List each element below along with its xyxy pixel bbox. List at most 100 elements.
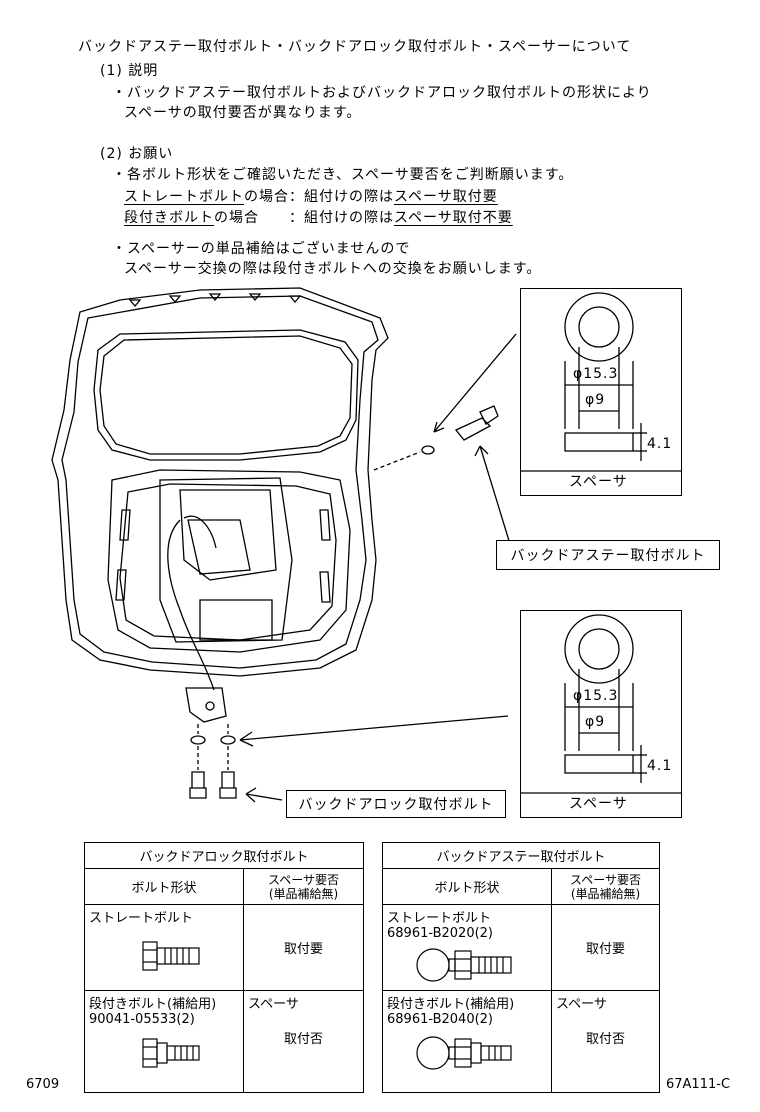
spacer-side-view: [564, 432, 634, 452]
arrow-to-stay-spacer: [433, 333, 517, 433]
inner-diameter-label: φ9: [585, 714, 606, 730]
column-header-spacer: スペーサ要否 (単品補給無): [551, 868, 660, 905]
stay-dashed-line: [373, 451, 421, 471]
center-bracket: [179, 489, 277, 581]
bolt-name: ストレートボルト: [89, 911, 194, 926]
rear-window-seal: [99, 335, 353, 455]
spacer-inner-circle: [578, 628, 620, 670]
spacer-caption: スペーサ: [569, 796, 628, 812]
section-2-label: (2) お願い: [100, 146, 174, 162]
spacer-requirement: 取付否: [585, 1032, 625, 1047]
bolt-name: 段付きボルト(補給用): [387, 997, 515, 1012]
lock-bolt-callout: バックドアロック取付ボルト: [286, 790, 506, 818]
inner-diameter-label: φ9: [585, 392, 606, 408]
lock-bolt-right: [219, 771, 237, 799]
spacer-drawing-lower: [521, 614, 681, 794]
spacer-inner-circle: [578, 306, 620, 348]
lock-dashed-lines: [197, 724, 229, 770]
table-row-stepped: 段付きボルト(補給用) 68961-B2040(2): [382, 990, 552, 1093]
part-number: 68961-B2040(2): [387, 1012, 493, 1027]
spacer-drawing-upper: [521, 292, 681, 472]
spacer-outer-circle: [564, 614, 634, 684]
stepped-bolt-result: スペーサ取付不要: [394, 210, 513, 226]
spacer-detail-upper: φ15.3 φ9 4.1 スペーサ: [520, 288, 682, 496]
stay-bolt-table: バックドアステー取付ボルト ボルト形状 スペーサ要否 (単品補給無) ストレート…: [382, 842, 660, 1093]
straight-stay-bolt-icon: [416, 948, 512, 982]
section-1-line-2: スペーサの取付要否が異なります。: [124, 105, 362, 121]
center-reinforcement: [159, 477, 293, 643]
lock-bolt-left: [189, 771, 207, 799]
arrow-to-lock-spacer: [239, 715, 509, 741]
arrow-head-lock-spacer: [239, 731, 254, 747]
lock-spacer-right: [220, 735, 236, 745]
door-outer-panel: [51, 287, 389, 677]
stay-bolt-callout: バックドアステー取付ボルト: [496, 540, 720, 570]
column-header-spacer-line-1: スペーサ要否: [570, 872, 641, 887]
part-number: 68961-B2020(2): [387, 926, 493, 941]
lock-unit: [185, 687, 227, 723]
figure-code-right: 67A111-C: [666, 1077, 731, 1092]
lower-inner-frame-inset: [119, 483, 337, 641]
outer-diameter-label: φ15.3: [573, 366, 619, 382]
lock-unit-hole: [205, 701, 215, 711]
straight-bolt-rule: ストレートボルトの場合：組付けの際はスペーサ取付要: [124, 188, 498, 206]
spacer-detail-lower: φ15.3 φ9 4.1 スペーサ: [520, 610, 682, 818]
lock-bolt-table: バックドアロック取付ボルト ボルト形状 スペーサ要否 (単品補給無) ストレート…: [84, 842, 364, 1093]
lower-bracket: [199, 599, 273, 641]
section-1-label: (1) 説明: [100, 63, 159, 79]
column-header-spacer: スペーサ要否 (単品補給無): [243, 868, 364, 905]
stepped-stay-bolt-icon: [416, 1036, 512, 1070]
column-header-spacer-line-2: (単品補給無): [268, 886, 339, 901]
lower-inner-frame: [107, 469, 351, 653]
handle-area: [187, 519, 251, 575]
thickness-label: 4.1: [647, 758, 673, 774]
stepped-bolt-rule: 段付きボルトの場合 ：組付けの際はスペーサ取付不要: [124, 209, 513, 227]
spacer-requirement: 取付要: [243, 904, 364, 991]
stay-spacer: [421, 445, 435, 455]
spacer-label: スペーサ: [556, 997, 607, 1012]
thickness-label: 4.1: [647, 436, 673, 452]
spacer-requirement: 取付否: [283, 1032, 323, 1047]
door-inner-edge: [61, 295, 379, 669]
section-1-line-1: ・バックドアステー取付ボルトおよびバックドアロック取付ボルトの形状により: [112, 85, 652, 101]
column-header-spacer-line-2: (単品補給無): [570, 886, 641, 901]
arrow-to-stay-bolt: [479, 445, 511, 545]
spacer-caption: スペーサ: [569, 474, 628, 490]
table-row-straight: ストレートボルト: [84, 904, 244, 991]
side-slots: [115, 509, 331, 603]
stepped-bolt-term: 段付きボルト: [124, 210, 214, 226]
spacer-outer-circle: [564, 292, 634, 362]
column-header-spacer-line-1: スペーサ要否: [268, 872, 339, 887]
lock-cable-branch: [183, 515, 217, 549]
arrow-head-stay-bolt: [474, 445, 489, 457]
column-header-shape: ボルト形状: [84, 868, 244, 905]
column-header-shape: ボルト形状: [382, 868, 552, 905]
outer-diameter-label: φ15.3: [573, 688, 619, 704]
table-row-straight: ストレートボルト 68961-B2020(2): [382, 904, 552, 991]
top-edge-markers: [128, 293, 302, 308]
bolt-name: ストレートボルト: [387, 911, 492, 926]
section-2-line-1: ・各ボルト形状をご確認いただき、スペーサ要否をご判断願います。: [112, 167, 574, 183]
straight-bolt-case: の場合：組付けの際は: [244, 189, 394, 205]
spacer-requirement-cell: スペーサ 取付否: [551, 990, 660, 1093]
spacer-label: スペーサ: [248, 997, 299, 1012]
table-row-stepped: 段付きボルト(補給用) 90041-05533(2): [84, 990, 244, 1093]
page-title: バックドアステー取付ボルト・バックドアロック取付ボルト・スペーサーについて: [78, 39, 632, 55]
straight-bolt-icon: [142, 941, 200, 971]
spacer-requirement: 取付要: [551, 904, 660, 991]
rear-window: [93, 329, 359, 461]
section-2-line-2: ・スペーサーの単品補給はございませんので: [112, 241, 411, 257]
lock-spacer-left: [190, 735, 206, 745]
stepped-bolt-case: の場合 ：組付けの際は: [214, 210, 394, 226]
arrow-head-lock-bolt: [245, 787, 257, 803]
arrow-head-stay-spacer: [433, 421, 445, 433]
table-title: バックドアロック取付ボルト: [84, 842, 364, 869]
section-2-line-3: スペーサー交換の際は段付きボルトへの交換をお願いします。: [124, 261, 542, 277]
arrow-to-lock-bolt: [245, 793, 283, 801]
bolt-name: 段付きボルト(補給用): [89, 997, 217, 1012]
spacer-side-view: [564, 754, 634, 774]
straight-bolt-result: スペーサ取付要: [394, 189, 498, 205]
straight-bolt-term: ストレートボルト: [124, 189, 244, 205]
spacer-requirement-cell: スペーサ 取付否: [243, 990, 364, 1093]
